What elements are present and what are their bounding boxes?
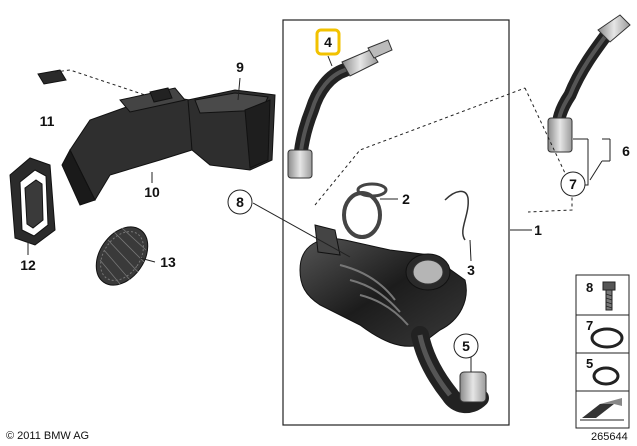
label-13: 13 <box>160 254 176 270</box>
label-3: 3 <box>467 262 475 278</box>
dashed-leader-11 <box>54 69 161 101</box>
part-10-air-duct[interactable] <box>61 87 193 206</box>
label-1: 1 <box>534 222 542 238</box>
o-ring-small-icon <box>592 366 620 386</box>
callout-7: 7 <box>560 171 586 197</box>
leader-lines <box>27 55 611 372</box>
diagram-number: 265644 <box>591 431 628 443</box>
assembly-frame <box>282 19 510 426</box>
label-11: 11 <box>40 113 55 129</box>
label-12: 12 <box>20 257 36 273</box>
part-13-grille[interactable] <box>86 217 159 295</box>
legend-label-5: 5 <box>586 356 593 371</box>
part-3-clip[interactable] <box>444 190 469 241</box>
part-2-clamp[interactable] <box>342 182 388 239</box>
callout-4-highlighted: 4 <box>315 28 341 56</box>
svg-text:4: 4 <box>324 34 332 50</box>
svg-text:5: 5 <box>462 338 470 354</box>
parts-legend: 8 7 5 <box>575 274 630 429</box>
part-9-duct[interactable] <box>187 89 276 171</box>
label-6: 6 <box>622 143 630 159</box>
bolt-icon <box>602 281 616 311</box>
part-1-intake-assembly[interactable] <box>299 224 489 414</box>
legend-label-8: 8 <box>586 280 593 295</box>
callout-8: 8 <box>227 189 253 215</box>
svg-text:7: 7 <box>569 176 577 192</box>
svg-text:8: 8 <box>236 194 244 210</box>
part-4-hose[interactable] <box>287 39 393 179</box>
label-2: 2 <box>402 191 410 207</box>
part-12-seal-frame[interactable] <box>9 157 56 246</box>
callout-5: 5 <box>453 333 479 359</box>
label-10: 10 <box>144 184 160 200</box>
label-9: 9 <box>236 59 244 75</box>
legend-label-7: 7 <box>586 318 593 333</box>
copyright-text: © 2011 BMW AG <box>6 430 90 442</box>
tools-icon <box>580 398 624 421</box>
part-11-pad[interactable] <box>37 69 67 85</box>
part-6-hose[interactable] <box>547 14 631 153</box>
o-ring-large-icon <box>590 327 624 349</box>
